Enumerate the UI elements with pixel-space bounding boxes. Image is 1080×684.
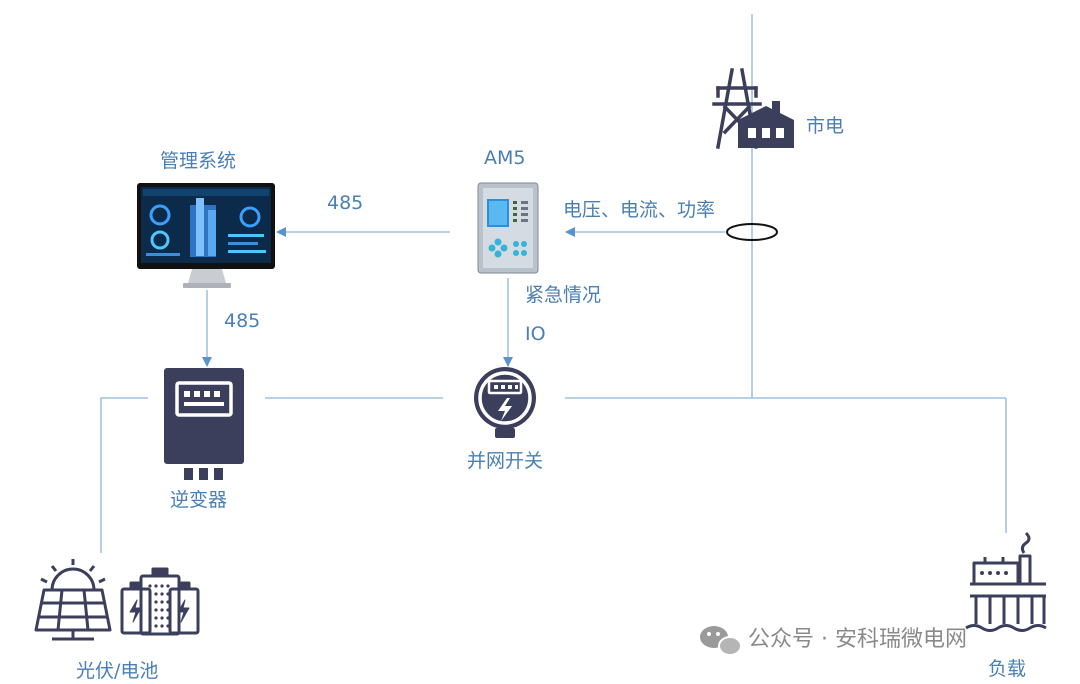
factory-window-dots <box>980 571 1008 575</box>
link-485-top-label: 485 <box>327 192 364 214</box>
power-tower-icon <box>712 67 762 150</box>
battery-icon <box>120 567 200 636</box>
grid-switch-label: 并网开关 <box>467 450 544 472</box>
inverter-label: 逆变器 <box>170 489 228 511</box>
am5-label: AM5 <box>484 147 526 169</box>
watermark-text: 公众号 · 安科瑞微电网 <box>748 627 967 652</box>
grid-switch-icon <box>474 367 536 438</box>
io-label: IO <box>525 323 546 345</box>
current-transformer-icon <box>726 223 778 241</box>
solar-panel-icon <box>34 559 112 641</box>
link-485-left-label: 485 <box>224 310 261 332</box>
pv-battery-label: 光伏/电池 <box>76 660 159 682</box>
grid-label: 市电 <box>806 115 845 137</box>
management-monitor-icon <box>137 183 275 288</box>
management-system-label: 管理系统 <box>160 150 237 172</box>
wechat-icon <box>700 626 742 656</box>
emergency-label: 紧急情况 <box>525 284 602 306</box>
measurements-label: 电压、电流、功率 <box>563 199 716 221</box>
factory-load-icon <box>965 531 1047 632</box>
load-label: 负载 <box>988 658 1027 680</box>
am5-device-icon <box>477 182 539 274</box>
battery-cell-dots <box>148 584 170 628</box>
inverter-icon <box>164 368 244 480</box>
pv-branch-line <box>100 397 148 553</box>
house-icon <box>738 101 794 148</box>
